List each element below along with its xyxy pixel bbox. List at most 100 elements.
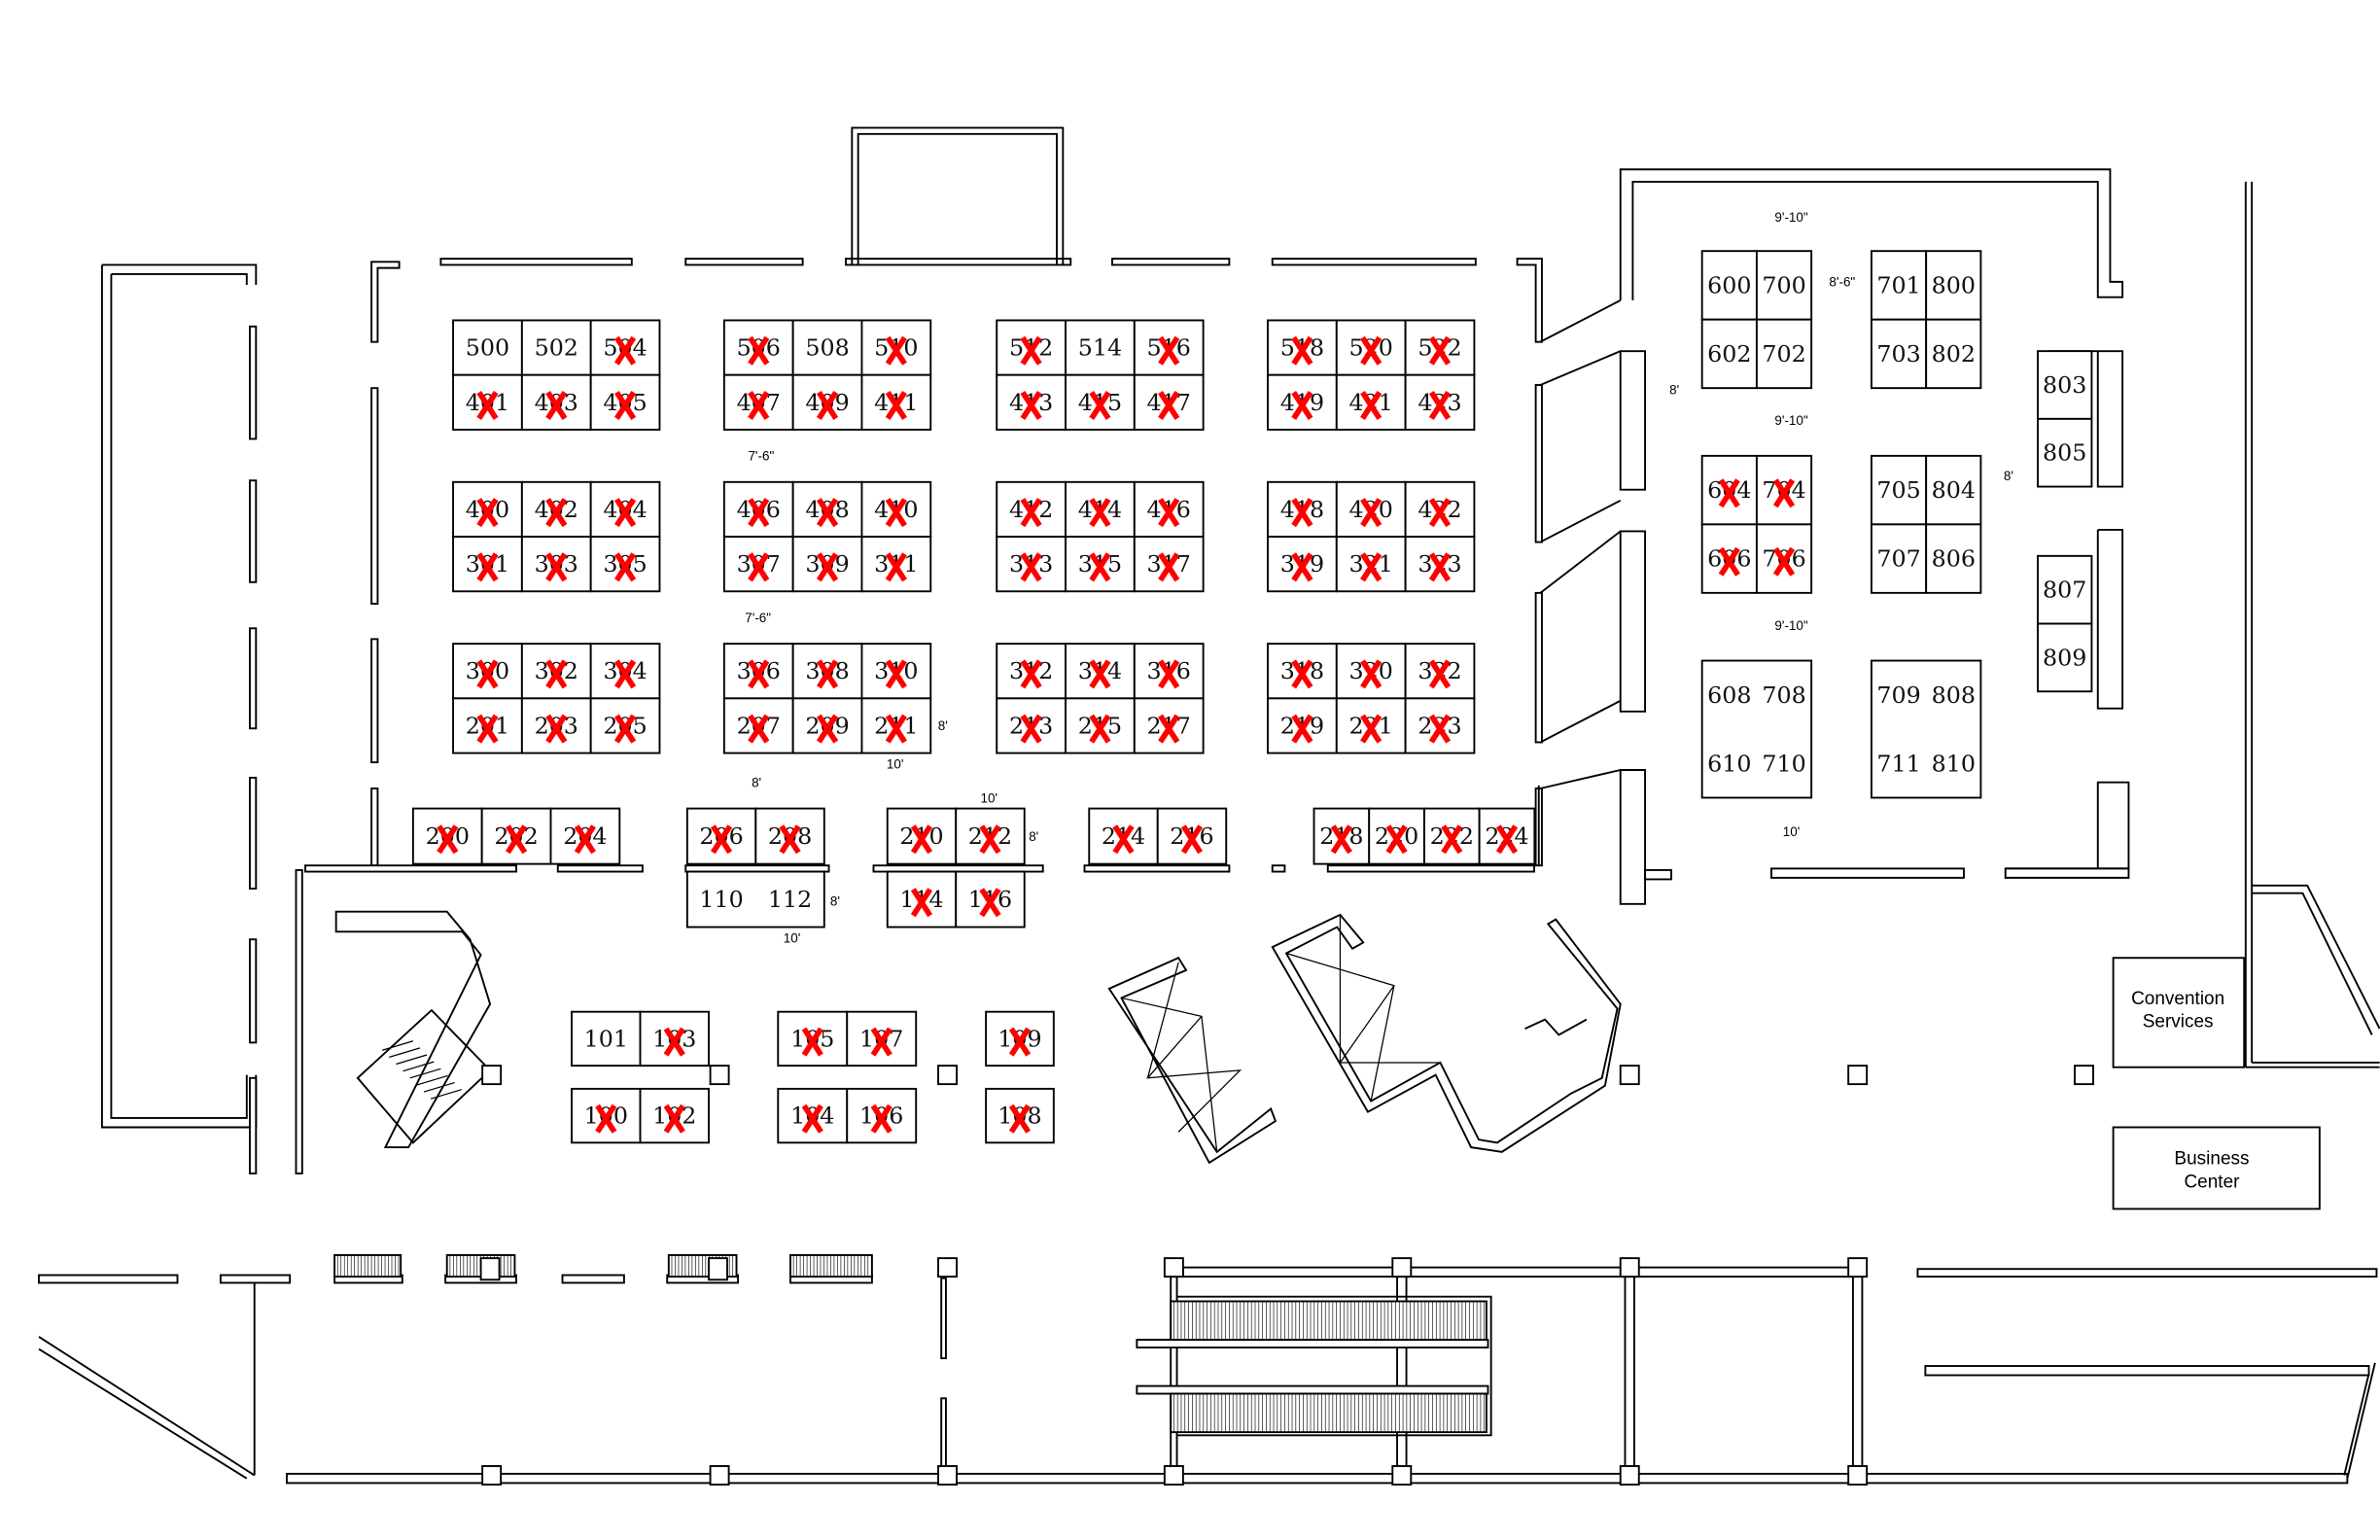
booth-107[interactable]: 107 — [846, 1010, 918, 1068]
booth-516[interactable]: 516 — [1133, 319, 1205, 376]
booth-606[interactable]: 606 — [1700, 523, 1758, 594]
booth-804[interactable]: 804 — [1925, 454, 1982, 526]
booth-422[interactable]: 422 — [1404, 480, 1476, 538]
booth-109[interactable]: 109 — [985, 1010, 1055, 1068]
booth-702[interactable]: 702 — [1755, 318, 1813, 390]
booth-418[interactable]: 418 — [1267, 480, 1338, 538]
booth-413[interactable]: 413 — [996, 373, 1067, 431]
booth-319[interactable]: 319 — [1267, 536, 1338, 593]
booth-114[interactable]: 114 — [886, 870, 958, 928]
booth-210[interactable]: 210 — [886, 807, 958, 865]
booth-317[interactable]: 317 — [1133, 536, 1205, 593]
booth-703[interactable]: 703 — [1870, 318, 1928, 390]
booth-318[interactable]: 318 — [1267, 643, 1338, 700]
booth-403[interactable]: 403 — [520, 373, 592, 431]
booth-202[interactable]: 202 — [480, 807, 552, 865]
booth-221[interactable]: 221 — [1335, 697, 1407, 754]
booth-cell[interactable] — [1133, 536, 1205, 593]
booth-306[interactable]: 306 — [722, 643, 794, 700]
booth-116[interactable]: 116 — [955, 870, 1026, 928]
booth-419[interactable]: 419 — [1267, 373, 1338, 431]
booth-412[interactable]: 412 — [996, 480, 1067, 538]
booth-106[interactable]: 106 — [846, 1087, 918, 1144]
booth-cell[interactable] — [1870, 523, 1928, 594]
booth-414[interactable]: 414 — [1065, 480, 1136, 538]
booth-510[interactable]: 510 — [860, 319, 932, 376]
booth-309[interactable]: 309 — [791, 536, 863, 593]
booth-508[interactable]: 508 — [791, 319, 863, 376]
booth-308[interactable]: 308 — [791, 643, 863, 700]
booth-417[interactable]: 417 — [1133, 373, 1205, 431]
business-center-room[interactable]: Business Center — [2112, 1126, 2321, 1210]
booth-207[interactable]: 207 — [722, 697, 794, 754]
booth-709[interactable]: 709 — [1876, 682, 1920, 709]
booth-410[interactable]: 410 — [860, 480, 932, 538]
booth-404[interactable]: 404 — [589, 480, 661, 538]
booth-cell[interactable] — [1478, 807, 1536, 865]
booth-409[interactable]: 409 — [791, 373, 863, 431]
booth-cell[interactable] — [1755, 318, 1813, 390]
booth-608[interactable]: 608 — [1707, 682, 1751, 709]
booth-206[interactable]: 206 — [685, 807, 757, 865]
booth-315[interactable]: 315 — [1065, 536, 1136, 593]
booth-602[interactable]: 602 — [1700, 318, 1758, 390]
booth-707[interactable]: 707 — [1870, 523, 1928, 594]
booth-604[interactable]: 604 — [1700, 454, 1758, 526]
booth-421[interactable]: 421 — [1335, 373, 1407, 431]
booth-303[interactable]: 303 — [520, 536, 592, 593]
booth-100[interactable]: 100 — [571, 1087, 642, 1144]
booth-200[interactable]: 200 — [411, 807, 483, 865]
booth-304[interactable]: 304 — [589, 643, 661, 700]
booth-316[interactable]: 316 — [1133, 643, 1205, 700]
booth-212[interactable]: 212 — [955, 807, 1026, 865]
booth-321[interactable]: 321 — [1335, 536, 1407, 593]
booth-402[interactable]: 402 — [520, 480, 592, 538]
booth-405[interactable]: 405 — [589, 373, 661, 431]
booth-701[interactable]: 701 — [1870, 250, 1928, 321]
booth-cell[interactable] — [1925, 523, 1982, 594]
booth-cell[interactable] — [571, 1010, 642, 1068]
booth-219[interactable]: 219 — [1267, 697, 1338, 754]
booth-420[interactable]: 420 — [1335, 480, 1407, 538]
booth-310[interactable]: 310 — [860, 643, 932, 700]
booth-522[interactable]: 522 — [1404, 319, 1476, 376]
booth-cell[interactable] — [520, 697, 592, 754]
booth-802[interactable]: 802 — [1925, 318, 1982, 390]
booth-711[interactable]: 711 — [1876, 750, 1920, 777]
booth-401[interactable]: 401 — [452, 373, 523, 431]
booth-408[interactable]: 408 — [791, 480, 863, 538]
booth-cell[interactable] — [2037, 622, 2093, 693]
booth-600[interactable]: 600 — [1700, 250, 1758, 321]
booth-215[interactable]: 215 — [1065, 697, 1136, 754]
booth-305[interactable]: 305 — [589, 536, 661, 593]
booth-704[interactable]: 704 — [1755, 454, 1813, 526]
booth-103[interactable]: 103 — [639, 1010, 710, 1068]
booth-cell[interactable] — [589, 536, 661, 593]
booth-217[interactable]: 217 — [1133, 697, 1205, 754]
booth-213[interactable]: 213 — [996, 697, 1067, 754]
booth-cell[interactable] — [1870, 454, 1928, 526]
booth-cell[interactable] — [2037, 554, 2093, 625]
booth-313[interactable]: 313 — [996, 536, 1067, 593]
booth-807[interactable]: 807 — [2037, 554, 2093, 625]
booth-cell[interactable] — [1870, 250, 1928, 321]
booth-512[interactable]: 512 — [996, 319, 1067, 376]
booth-302[interactable]: 302 — [520, 643, 592, 700]
booth-300[interactable]: 300 — [452, 643, 523, 700]
booth-102[interactable]: 102 — [639, 1087, 710, 1144]
booth-504[interactable]: 504 — [589, 319, 661, 376]
booth-502[interactable]: 502 — [520, 319, 592, 376]
booth-705[interactable]: 705 — [1870, 454, 1928, 526]
booth-800[interactable]: 800 — [1925, 250, 1982, 321]
booth-314[interactable]: 314 — [1065, 643, 1136, 700]
booth-cell[interactable] — [1404, 373, 1476, 431]
booth-700[interactable]: 700 — [1755, 250, 1813, 321]
booth-204[interactable]: 204 — [549, 807, 621, 865]
booth-cell[interactable] — [1925, 250, 1982, 321]
booth-423[interactable]: 423 — [1404, 373, 1476, 431]
booth-506[interactable]: 506 — [722, 319, 794, 376]
booth-806[interactable]: 806 — [1925, 523, 1982, 594]
booth-208[interactable]: 208 — [754, 807, 825, 865]
booth-407[interactable]: 407 — [722, 373, 794, 431]
booth-201[interactable]: 201 — [452, 697, 523, 754]
